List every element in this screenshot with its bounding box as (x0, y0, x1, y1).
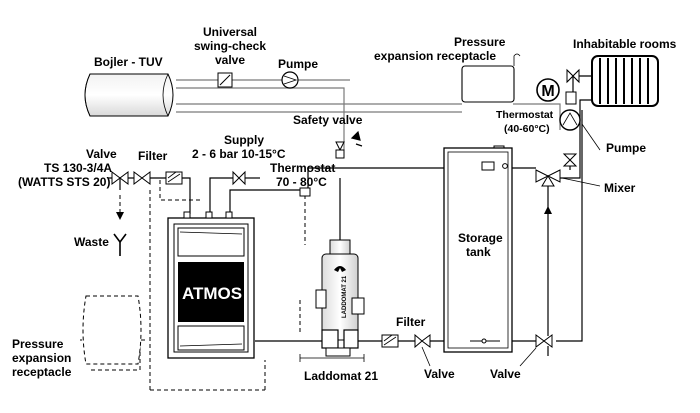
flow-arrow-up (544, 206, 552, 214)
pressure-left-label-1: Pressure (12, 337, 64, 351)
bojler-label: Bojler - TUV (94, 55, 163, 69)
valve-icon-bottom-right (535, 334, 553, 348)
storage-label-1: Storage (458, 231, 503, 245)
storage-label-2: tank (466, 245, 491, 259)
radiator (591, 55, 659, 107)
valve-icon-left-2 (133, 171, 151, 185)
pump-icon-right (559, 109, 581, 131)
valve-bottom-label-2: Valve (490, 367, 521, 381)
waste-funnel-icon (113, 212, 127, 256)
valve-bottom-label-1: Valve (424, 367, 455, 381)
valve-left-label-3: (WATTS STS 20) (18, 175, 110, 189)
valve-icon-supply (232, 170, 246, 186)
waste-label: Waste (74, 235, 109, 249)
thermostat-left-icon (299, 187, 311, 197)
thermostat-right-label-2: (40-60°C) (504, 123, 550, 135)
expansion-tank-left (82, 295, 142, 365)
valve-icon-bottom (414, 333, 431, 349)
filter-icon-bottom (381, 334, 399, 348)
mixer-leader (561, 177, 601, 187)
storage-tank (443, 147, 513, 353)
atmos-brand-label: ATMOS (182, 284, 242, 303)
pressure-left-label-2: expansion (12, 351, 71, 365)
pumpe-leader (581, 123, 601, 151)
check-valve-icon (217, 72, 233, 88)
valve-left-label-1: Valve (86, 147, 117, 161)
pumpe-right-label: Pumpe (606, 141, 646, 155)
check-valve-label-3: valve (215, 53, 245, 67)
pump-icon (281, 71, 299, 89)
filter-icon-top (165, 171, 183, 185)
valve-icon-left (111, 171, 129, 185)
wood-boiler (167, 211, 255, 359)
valve-bottom-leader-2 (519, 347, 537, 367)
laddomat-unit (299, 239, 365, 362)
hot-water-boiler (84, 73, 174, 117)
safety-valve-icon (335, 130, 363, 159)
filter-icon-radiator (565, 91, 577, 105)
thermostat-label-2: 70 - 80°C (276, 175, 327, 189)
valve-icon-radiator-top (566, 68, 580, 84)
pipes-grey (176, 79, 561, 150)
thermostat-right-label-1: Thermostat (496, 109, 554, 121)
motor-icon: M (536, 78, 560, 102)
pressure-top-label-2: expansion receptacle (374, 49, 496, 63)
filter-bottom-label: Filter (396, 315, 426, 329)
pressure-top-label-1: Pressure (454, 35, 506, 49)
mixer-label: Mixer (604, 181, 636, 195)
laddomat-label: Laddomat 21 (304, 369, 378, 383)
laddomat-vertical-label: LADDOMAT 21 (342, 275, 348, 318)
check-valve-label-1: Universal (203, 25, 257, 39)
mixer-valve-icon (535, 169, 561, 187)
pumpe-top-label: Pumpe (278, 57, 318, 71)
safety-valve-label: Safety valve (293, 113, 363, 127)
supply-label-2: 2 - 6 bar 10-15°C (192, 147, 286, 161)
check-valve-label-2: swing-check (194, 39, 266, 53)
thermostat-label-1: Thermostat (270, 161, 335, 175)
valve-left-label-2: TS 130-3/4A (44, 161, 112, 175)
valve-bottom-leader-1 (421, 346, 431, 367)
supply-label-1: Supply (224, 133, 264, 147)
inhabitable-label: Inhabitable rooms (573, 37, 677, 51)
pressure-left-label-3: receptacle (12, 365, 72, 379)
motor-label: M (541, 83, 554, 100)
filter-top-label: Filter (138, 149, 168, 163)
expansion-tank-top (461, 53, 521, 103)
valve-icon-radiator-bottom (562, 153, 578, 167)
